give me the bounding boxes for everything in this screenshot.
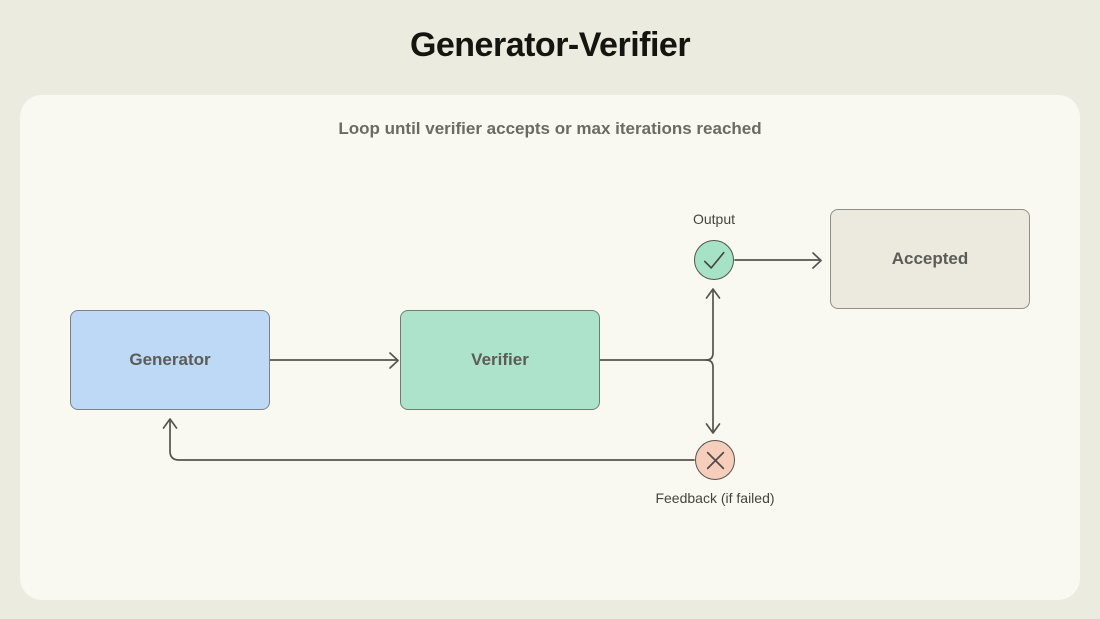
feedback-label: Feedback (if failed) bbox=[655, 490, 775, 506]
output-label: Output bbox=[692, 211, 736, 227]
output-circle bbox=[694, 240, 734, 280]
check-icon bbox=[703, 251, 725, 269]
accepted-node: Accepted bbox=[830, 209, 1030, 309]
generator-label: Generator bbox=[129, 350, 211, 369]
accepted-label: Accepted bbox=[891, 249, 969, 268]
x-icon bbox=[706, 451, 724, 469]
verifier-label: Verifier bbox=[471, 350, 529, 369]
generator-node: Generator bbox=[70, 310, 270, 410]
feedback-circle bbox=[695, 440, 735, 480]
page-title: Generator-Verifier bbox=[409, 26, 691, 64]
verifier-node: Verifier bbox=[400, 310, 600, 410]
diagram-subtitle: Loop until verifier accepts or max itera… bbox=[338, 119, 762, 138]
